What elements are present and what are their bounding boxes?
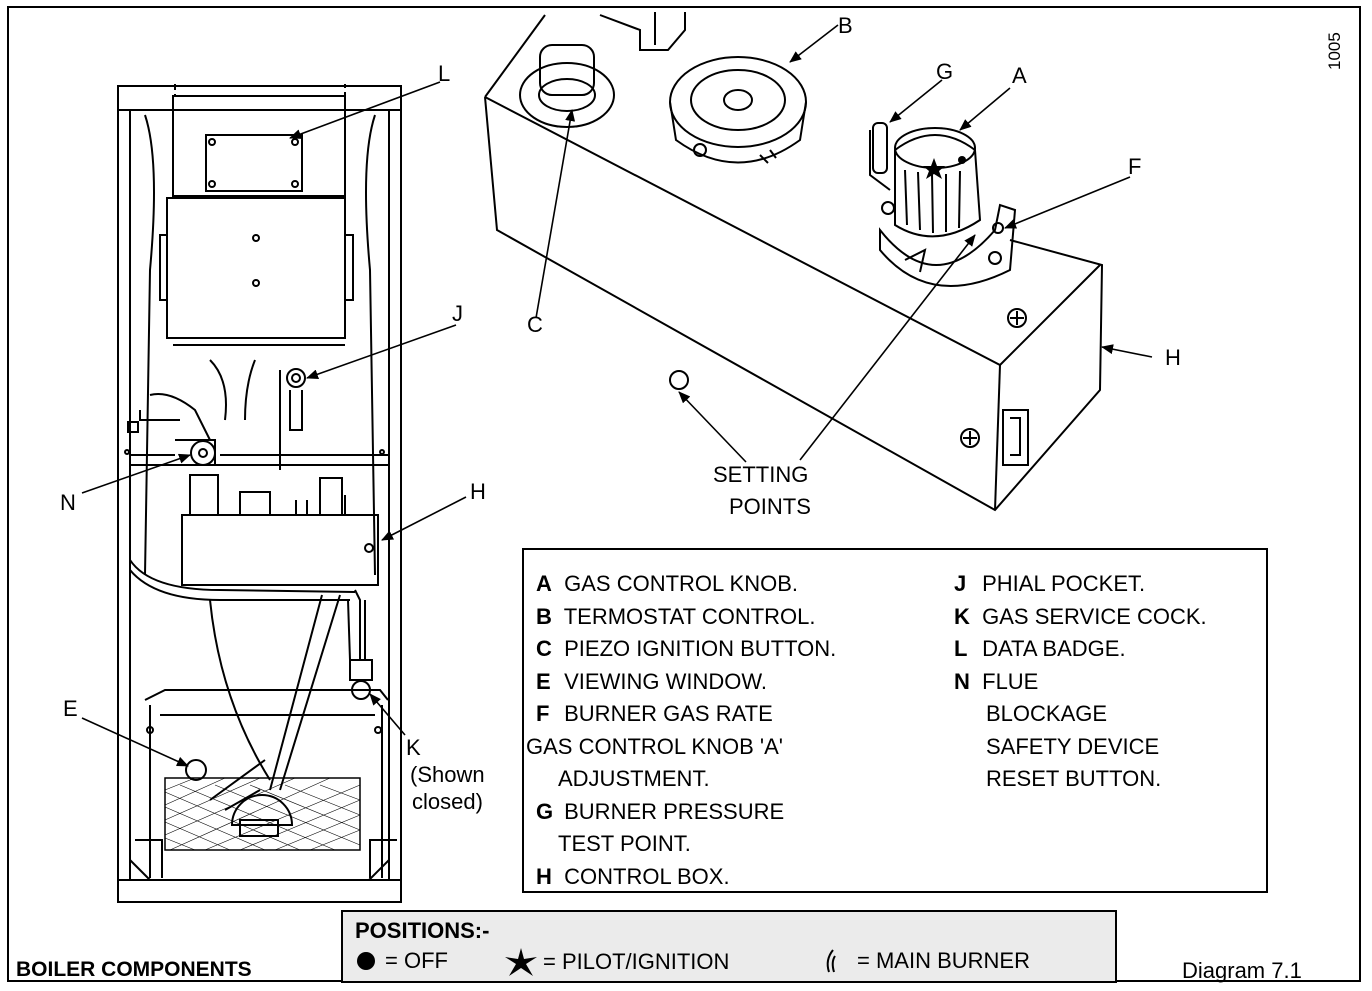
callout-l: L bbox=[438, 61, 451, 86]
legend-item-e: E VIEWING WINDOW. bbox=[536, 668, 768, 694]
piezo-button bbox=[519, 44, 615, 128]
legend-item-n-cont1: BLOCKAGE bbox=[986, 701, 1108, 726]
callout-b: B bbox=[838, 13, 853, 38]
callout-f: F bbox=[1128, 154, 1142, 179]
legend-item-h: H CONTROL BOX. bbox=[536, 863, 730, 889]
setting-points-line2: POINTS bbox=[729, 494, 811, 519]
callout-k-note1: (Shown bbox=[410, 762, 485, 787]
legend-item-f-cont1: GAS CONTROL KNOB 'A' bbox=[526, 733, 783, 759]
position-main: = MAIN BURNER bbox=[821, 948, 1030, 974]
legend-item-n-cont2: SAFETY DEVICE bbox=[986, 733, 1160, 759]
legend-item-f: F BURNER GAS RATE bbox=[536, 701, 773, 726]
setting-points-line1: SETTING bbox=[713, 462, 809, 487]
diagram-code: 1005 bbox=[1325, 32, 1344, 70]
boiler-casing bbox=[117, 85, 402, 903]
top-panel bbox=[172, 84, 346, 197]
flue-hood bbox=[159, 197, 354, 346]
callout-e: E bbox=[63, 696, 78, 721]
position-off: = OFF bbox=[355, 948, 448, 974]
legend-item-k: K GAS SERVICE COCK. bbox=[954, 603, 1207, 629]
legend-item-j: J PHIAL POCKET. bbox=[954, 571, 1146, 596]
legend-item-b: B TERMOSTAT CONTROL. bbox=[536, 603, 816, 629]
legend-item-f-cont2: ADJUSTMENT. bbox=[558, 766, 710, 791]
phial-pocket bbox=[209, 359, 306, 470]
burner-mesh bbox=[164, 777, 361, 851]
positions-title: POSITIONS:- bbox=[355, 918, 490, 943]
legend-column-2: J PHIAL POCKET. K GAS SERVICE COCK. L DA… bbox=[954, 568, 1207, 796]
legend-item-l: L DATA BADGE. bbox=[954, 636, 1126, 661]
control-box-front bbox=[181, 474, 379, 586]
positions-box: POSITIONS:- = OFF = PILOT/IGNITION = MAI… bbox=[341, 910, 1117, 983]
pipework bbox=[129, 559, 373, 791]
flue-blockage-device bbox=[124, 393, 389, 466]
diagram-title: BOILER COMPONENTS bbox=[16, 958, 252, 981]
legend-item-n-cont3: RESET BUTTON. bbox=[986, 766, 1162, 791]
knob-position-marks bbox=[923, 156, 966, 179]
pilot-star-icon bbox=[505, 948, 537, 976]
legend-box: A GAS CONTROL KNOB. B TERMOSTAT CONTROL.… bbox=[522, 548, 1268, 893]
callout-n: N bbox=[60, 490, 76, 515]
legend-item-a: A GAS CONTROL KNOB. bbox=[536, 571, 799, 596]
callout-h-left: H bbox=[470, 479, 486, 504]
control-box-perspective bbox=[484, 12, 1104, 512]
callout-k-note2: closed) bbox=[412, 789, 483, 814]
callout-g: G bbox=[936, 59, 954, 84]
thermostat-dial bbox=[669, 56, 807, 164]
legend-item-n: N FLUE bbox=[954, 668, 1039, 694]
gas-control-knob bbox=[869, 122, 1017, 287]
callout-h-top: H bbox=[1165, 345, 1181, 370]
callout-c: C bbox=[527, 312, 543, 337]
legend-item-g: G BURNER PRESSURE bbox=[536, 798, 785, 824]
legend-item-c: C PIEZO IGNITION BUTTON. bbox=[536, 636, 837, 661]
off-dot-icon bbox=[357, 952, 375, 970]
burner-combustion-chamber bbox=[135, 689, 397, 878]
diagram-number: Diagram 7.1 bbox=[1182, 958, 1302, 983]
callout-k: K bbox=[406, 735, 421, 760]
callout-j: J bbox=[452, 301, 463, 326]
position-pilot: = PILOT/IGNITION bbox=[503, 948, 729, 976]
flame-icon bbox=[826, 949, 836, 973]
viewing-window bbox=[185, 759, 207, 781]
setting-point-hole bbox=[669, 370, 689, 390]
legend-column-1: A GAS CONTROL KNOB. B TERMOSTAT CONTROL.… bbox=[526, 568, 837, 893]
legend-item-g-cont: TEST POINT. bbox=[558, 831, 691, 856]
leader-lines bbox=[81, 24, 1153, 767]
callout-a: A bbox=[1012, 63, 1027, 88]
service-cock-body bbox=[349, 659, 373, 681]
data-badge bbox=[205, 134, 303, 192]
